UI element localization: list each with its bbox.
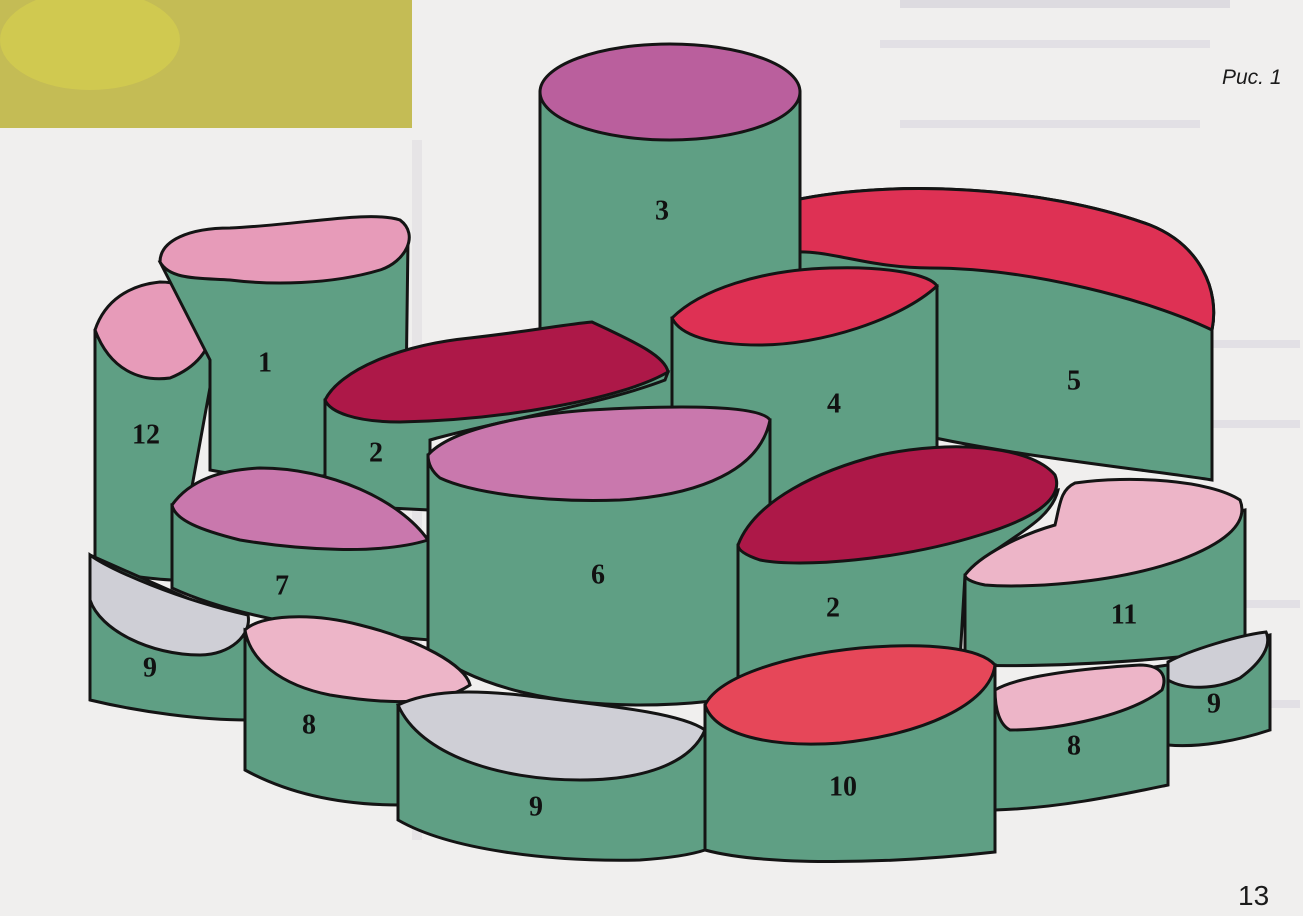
bed-label-10: 10 bbox=[829, 771, 857, 802]
figure-caption: Рис. 1 bbox=[1222, 66, 1282, 90]
bed-label-4: 4 bbox=[827, 388, 841, 419]
bed-label-6: 6 bbox=[591, 559, 605, 590]
bed-label-2-front: 2 bbox=[826, 592, 840, 623]
bed-label-2-back: 2 bbox=[369, 437, 383, 468]
bed-label-8-right: 8 bbox=[1067, 730, 1081, 761]
bed-label-1: 1 bbox=[258, 347, 272, 378]
bed-label-11: 11 bbox=[1111, 599, 1137, 630]
bed-label-5: 5 bbox=[1067, 365, 1081, 396]
bed-label-8-left: 8 bbox=[302, 709, 316, 740]
bed-label-9-left: 9 bbox=[143, 652, 157, 683]
bed-label-12: 12 bbox=[132, 419, 160, 450]
bed-10 bbox=[705, 646, 995, 862]
bed-label-3: 3 bbox=[655, 195, 669, 226]
bed-6 bbox=[428, 407, 770, 705]
bed-label-9-center: 9 bbox=[529, 791, 543, 822]
bed-label-7: 7 bbox=[275, 570, 289, 601]
bed-8-right bbox=[995, 665, 1168, 810]
bed-9-center bbox=[398, 692, 705, 860]
page-number: 13 bbox=[1238, 880, 1269, 912]
bed-label-9-right: 9 bbox=[1207, 688, 1221, 719]
